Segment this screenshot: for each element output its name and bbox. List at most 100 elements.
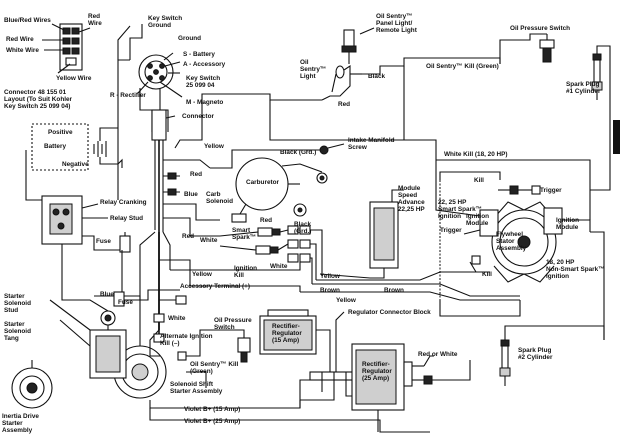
label-line: Inertia Drive	[2, 413, 39, 420]
fuse-starter	[113, 291, 125, 307]
label-line: Smart Spark™	[438, 206, 482, 213]
label-rectifier-regulator-15: Rectifier-Regulator(15 Amp)	[272, 323, 302, 344]
harness-plug	[167, 172, 177, 180]
label-line: Oil Pressure	[214, 317, 252, 324]
label-line: Starter	[2, 420, 23, 427]
label-line: Sentry™	[300, 66, 326, 73]
label-line: Alternate Ignition	[160, 333, 213, 340]
label-s-battery: S - Battery	[183, 51, 215, 58]
carburetor	[231, 157, 328, 223]
label-line: (Green)	[190, 368, 213, 375]
label-trigger-left: Trigger	[440, 227, 462, 234]
label-line: Screw	[348, 144, 367, 151]
label-line: Ground	[148, 22, 171, 29]
label-accessory-terminal: Accessory Terminal (+)	[180, 283, 250, 290]
label-line: Regulator	[272, 330, 302, 337]
label-oil-sentry-kill-green: Oil Sentry™ Kill (Green)	[426, 63, 499, 70]
label-line: Starter	[4, 293, 25, 300]
label-line: Rectifier-	[272, 323, 300, 330]
spark-plug-2	[499, 325, 605, 386]
label-line: (25 Amp)	[362, 375, 389, 382]
label-spark-plug-2: Spark Plug#2 Cylinder	[518, 347, 553, 361]
label-white2: White	[168, 315, 186, 322]
label-line: Starter Assembly	[170, 388, 223, 395]
label-kill-2: Kill	[482, 271, 492, 278]
label-relay-cranking: Relay Cranking	[100, 199, 147, 206]
connector-48-155-01	[42, 23, 91, 74]
label-line: 25 099 04	[186, 82, 215, 89]
label-kill: Kill	[474, 177, 484, 184]
label-spark-plug-1: Spark Plug#1 Cylinder	[566, 81, 601, 95]
solenoid-shift-starter	[89, 310, 167, 399]
label-line: Ignition	[556, 217, 579, 224]
label-ground: Ground	[178, 35, 201, 42]
label-line: Key Switch 25 099 04)	[4, 103, 70, 110]
harness-plug	[175, 295, 187, 305]
label-red-wire-left: Red Wire	[6, 36, 34, 43]
label-line: Flywheel	[496, 231, 523, 238]
label-yellow3: Yellow	[336, 297, 356, 304]
label-connector: Connector	[182, 113, 214, 120]
label-blue: Blue	[184, 191, 198, 198]
label-yellow2: Yellow	[192, 271, 212, 278]
label-positive: Positive	[48, 129, 73, 136]
module-speed-advance	[319, 189, 404, 279]
label-line: Tang	[4, 335, 19, 342]
spark-plug-1	[590, 45, 611, 191]
label-negative: Negative	[62, 161, 89, 168]
harness-plug	[153, 313, 165, 323]
rectifier-regulator-25a	[351, 343, 471, 432]
label-line: 22, 25 HP	[438, 199, 467, 206]
label-white-wire: White Wire	[6, 47, 39, 54]
label-line: Kill	[234, 272, 244, 279]
label-line: Regulator	[362, 368, 392, 375]
label-black-grd2: Black(Grd.)	[294, 221, 311, 235]
connector-block	[151, 109, 167, 141]
label-fuse: Fuse	[96, 238, 111, 245]
fuse-relay	[119, 232, 131, 253]
label-line: 22,25 HP	[398, 206, 425, 213]
label-line: #1 Cylinder	[566, 88, 601, 95]
label-line: Assembly	[496, 245, 527, 252]
ignition-module-left	[479, 209, 499, 237]
relay-cranking	[41, 195, 122, 280]
label-line: Kill (–)	[160, 340, 180, 347]
label-yellow-wire: Yellow Wire	[56, 75, 92, 82]
label-line: #2 Cylinder	[518, 354, 553, 361]
label-line: Oil	[300, 59, 309, 66]
label-line: Spark™	[232, 234, 256, 241]
label-red-or-white: Red or White	[418, 351, 458, 358]
label-line: Oil Sentry™ Kill	[190, 361, 239, 368]
label-yellow: Yellow	[204, 143, 224, 150]
page-tab	[613, 120, 620, 154]
label-brown: Brown	[320, 287, 340, 294]
label-m-magneto: M - Magneto	[186, 99, 223, 106]
label-line: Light	[300, 73, 316, 80]
label-red-bundle: Red	[190, 171, 202, 178]
rectifier-regulator-15a	[259, 309, 331, 377]
label-rectifier-regulator-25: Rectifier-Regulator(25 Amp)	[362, 361, 392, 382]
label-line: Spark Plug	[518, 347, 551, 354]
label-blue2: Blue	[100, 291, 114, 298]
label-line: Rectifier-	[362, 361, 390, 368]
label-black-grd: Black (Grd.)	[280, 149, 316, 156]
label-r-rectifier: R - Rectifier	[110, 92, 146, 99]
label-line: Panel Light/	[376, 20, 412, 27]
label-line: Solenoid	[4, 300, 31, 307]
label-relay-stud: Relay Stud	[110, 215, 143, 222]
label-a-accessory: A - Accessory	[183, 61, 226, 68]
